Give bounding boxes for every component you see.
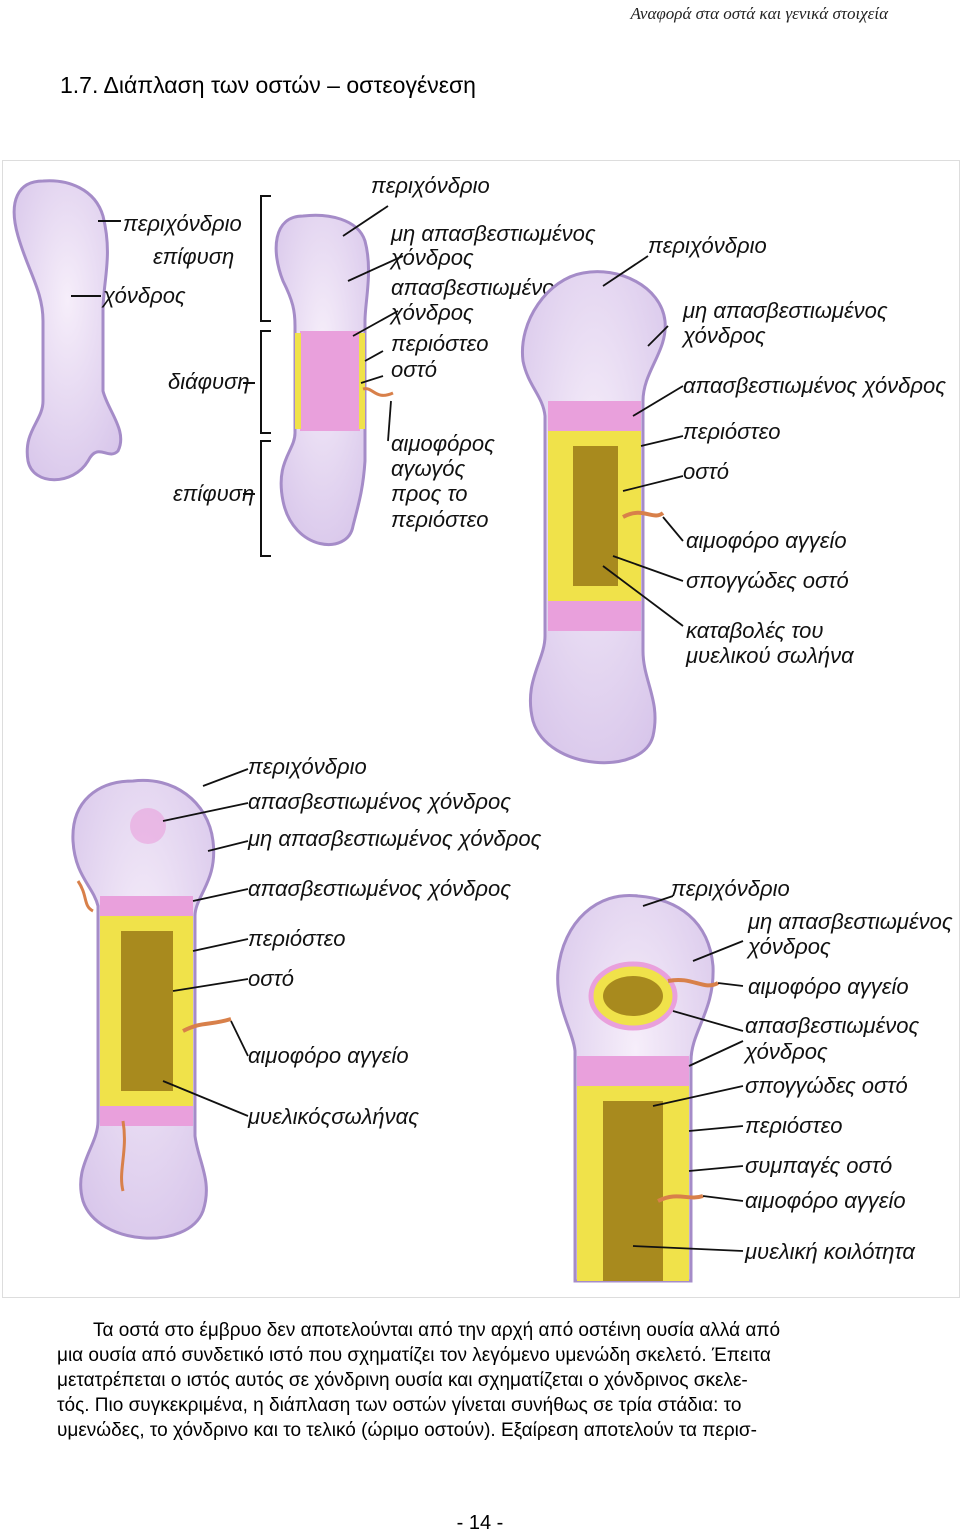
stage5-aimoforo-2-label: αιμοφόρο αγγείο	[745, 1188, 906, 1213]
stage2-apasv-2-label: χόνδρος	[389, 300, 474, 325]
stage3-leaders	[602, 255, 684, 627]
stage4-myelikos-label: μυελικόςσωλήνας	[247, 1104, 419, 1129]
stage1-perichondrio-label: περιχόνδριο	[123, 211, 242, 236]
stage3-katavoles-2-label: μυελικού σωλήνα	[685, 643, 855, 668]
stage2-aimoforos-1-label: αιμοφόρος	[391, 431, 495, 456]
stage3-aimoforo-label: αιμοφόρο αγγείο	[686, 528, 847, 553]
stage2-osto-label: οστό	[391, 357, 437, 382]
stage5-sympages-label: συμπαγές οστό	[745, 1153, 892, 1178]
stage2-aimoforos-3-label: προς το	[391, 481, 468, 506]
stage3-apasv-label: απασβεστιωμένος χόνδρος	[683, 373, 946, 398]
stage2-mi-apasv-1-label: μη απασβεστιωμένος	[390, 221, 596, 246]
stage3-katavoles-1-label: καταβολές του	[686, 618, 824, 643]
stage3-osto-label: οστό	[683, 459, 729, 484]
body-paragraph: Τα οστά στο έμβρυο δεν αποτελούνται από …	[57, 1318, 887, 1443]
stage2-leaders	[342, 205, 404, 442]
stage4-perichondrio-label: περιχόνδριο	[248, 754, 367, 779]
body-line-2: μια ουσία από συνδετικό ιστό που σχηματί…	[57, 1345, 771, 1366]
stage2-perichondrio-label: περιχόνδριο	[371, 173, 490, 198]
stage4-bone	[71, 778, 232, 1240]
stage3-periosteo-label: περιόστεο	[683, 419, 781, 444]
stage4-apasv-2-label: απασβεστιωμένος χόνδρος	[248, 876, 511, 901]
stage3-bone	[520, 270, 667, 765]
stage5-mi-apasv-1-label: μη απασβεστιωμένος	[747, 909, 953, 934]
stage5-spongodes-label: σπογγώδες οστό	[745, 1073, 908, 1098]
stage4-mi-apasv-label: μη απασβεστιωμένος χόνδρος	[247, 826, 542, 851]
section-title: 1.7. Διάπλαση των οστών – οστεογένεση	[60, 72, 476, 98]
body-line-5: υμενώδες, το χόνδρινο και το τελικό (ώρι…	[57, 1420, 757, 1441]
page-number: - 14 -	[456, 1512, 504, 1534]
stage3-mi-apasv-2-label: χόνδρος	[681, 323, 766, 348]
stage3-spongodes-label: σπογγώδες οστό	[686, 568, 849, 593]
stage5-bone	[556, 893, 719, 1283]
stage4-periosteo-label: περιόστεο	[248, 926, 346, 951]
stage1-epifysi-top-label: επίφυση	[153, 244, 234, 269]
stage5-mi-apasv-2-label: χόνδρος	[746, 934, 831, 959]
stage4-leaders	[162, 768, 249, 1117]
stage1-epifysi-bottom-label: επίφυση	[173, 481, 254, 506]
stage5-periosteo-label: περιόστεο	[745, 1113, 843, 1138]
stage5-perichondrio-label: περιχόνδριο	[671, 876, 790, 901]
stage5-apasv-1-label: απασβεστιωμένος	[745, 1013, 919, 1038]
body-line-4: τός. Πιο συγκεκριμένα, η διάπλαση των οσ…	[57, 1395, 742, 1416]
stage3-mi-apasv-1-label: μη απασβεστιωμένος	[682, 298, 888, 323]
stage5-leaders	[632, 895, 744, 1252]
body-line-3: μετατρέπεται ο ιστός αυτός σε χόνδρινη ο…	[57, 1370, 748, 1391]
stage4-apasv-1-label: απασβεστιωμένος χόνδρος	[248, 789, 511, 814]
stage1-diafysi-label: διάφυση	[168, 369, 250, 394]
stage2-aimoforos-4-label: περιόστεο	[391, 507, 489, 532]
stage2-mi-apasv-2-label: χόνδρος	[389, 245, 474, 270]
stage1-chondros-label: χόνδρος	[101, 283, 186, 308]
stage5-myeliki-label: μυελική κοιλότητα	[744, 1239, 916, 1264]
stage4-aimoforo-label: αιμοφόρο αγγείο	[248, 1043, 409, 1068]
stage1-bone	[12, 179, 123, 482]
stage5-apasv-2-label: χόνδρος	[743, 1039, 828, 1064]
running-header: Αναφορά στα οστά και γενικά στοιχεία	[630, 4, 888, 23]
stage2-periosteo-label: περιόστεο	[391, 331, 489, 356]
stage2-aimoforos-2-label: αγωγός	[391, 456, 466, 481]
stage4-osto-label: οστό	[248, 966, 294, 991]
stage2-apasv-1-label: απασβεστιωμένος	[391, 275, 565, 300]
stage1-leaders	[71, 195, 271, 557]
stage5-aimoforo-1-label: αιμοφόρο αγγείο	[748, 974, 909, 999]
stage3-perichondrio-label: περιχόνδριο	[648, 233, 767, 258]
body-line-1: Τα οστά στο έμβρυο δεν αποτελούνται από …	[93, 1320, 781, 1341]
bone-development-figure: περιχόνδριο επίφυση χόνδρος διάφυση επίφ…	[2, 160, 960, 1298]
stage2-bone	[274, 213, 394, 547]
